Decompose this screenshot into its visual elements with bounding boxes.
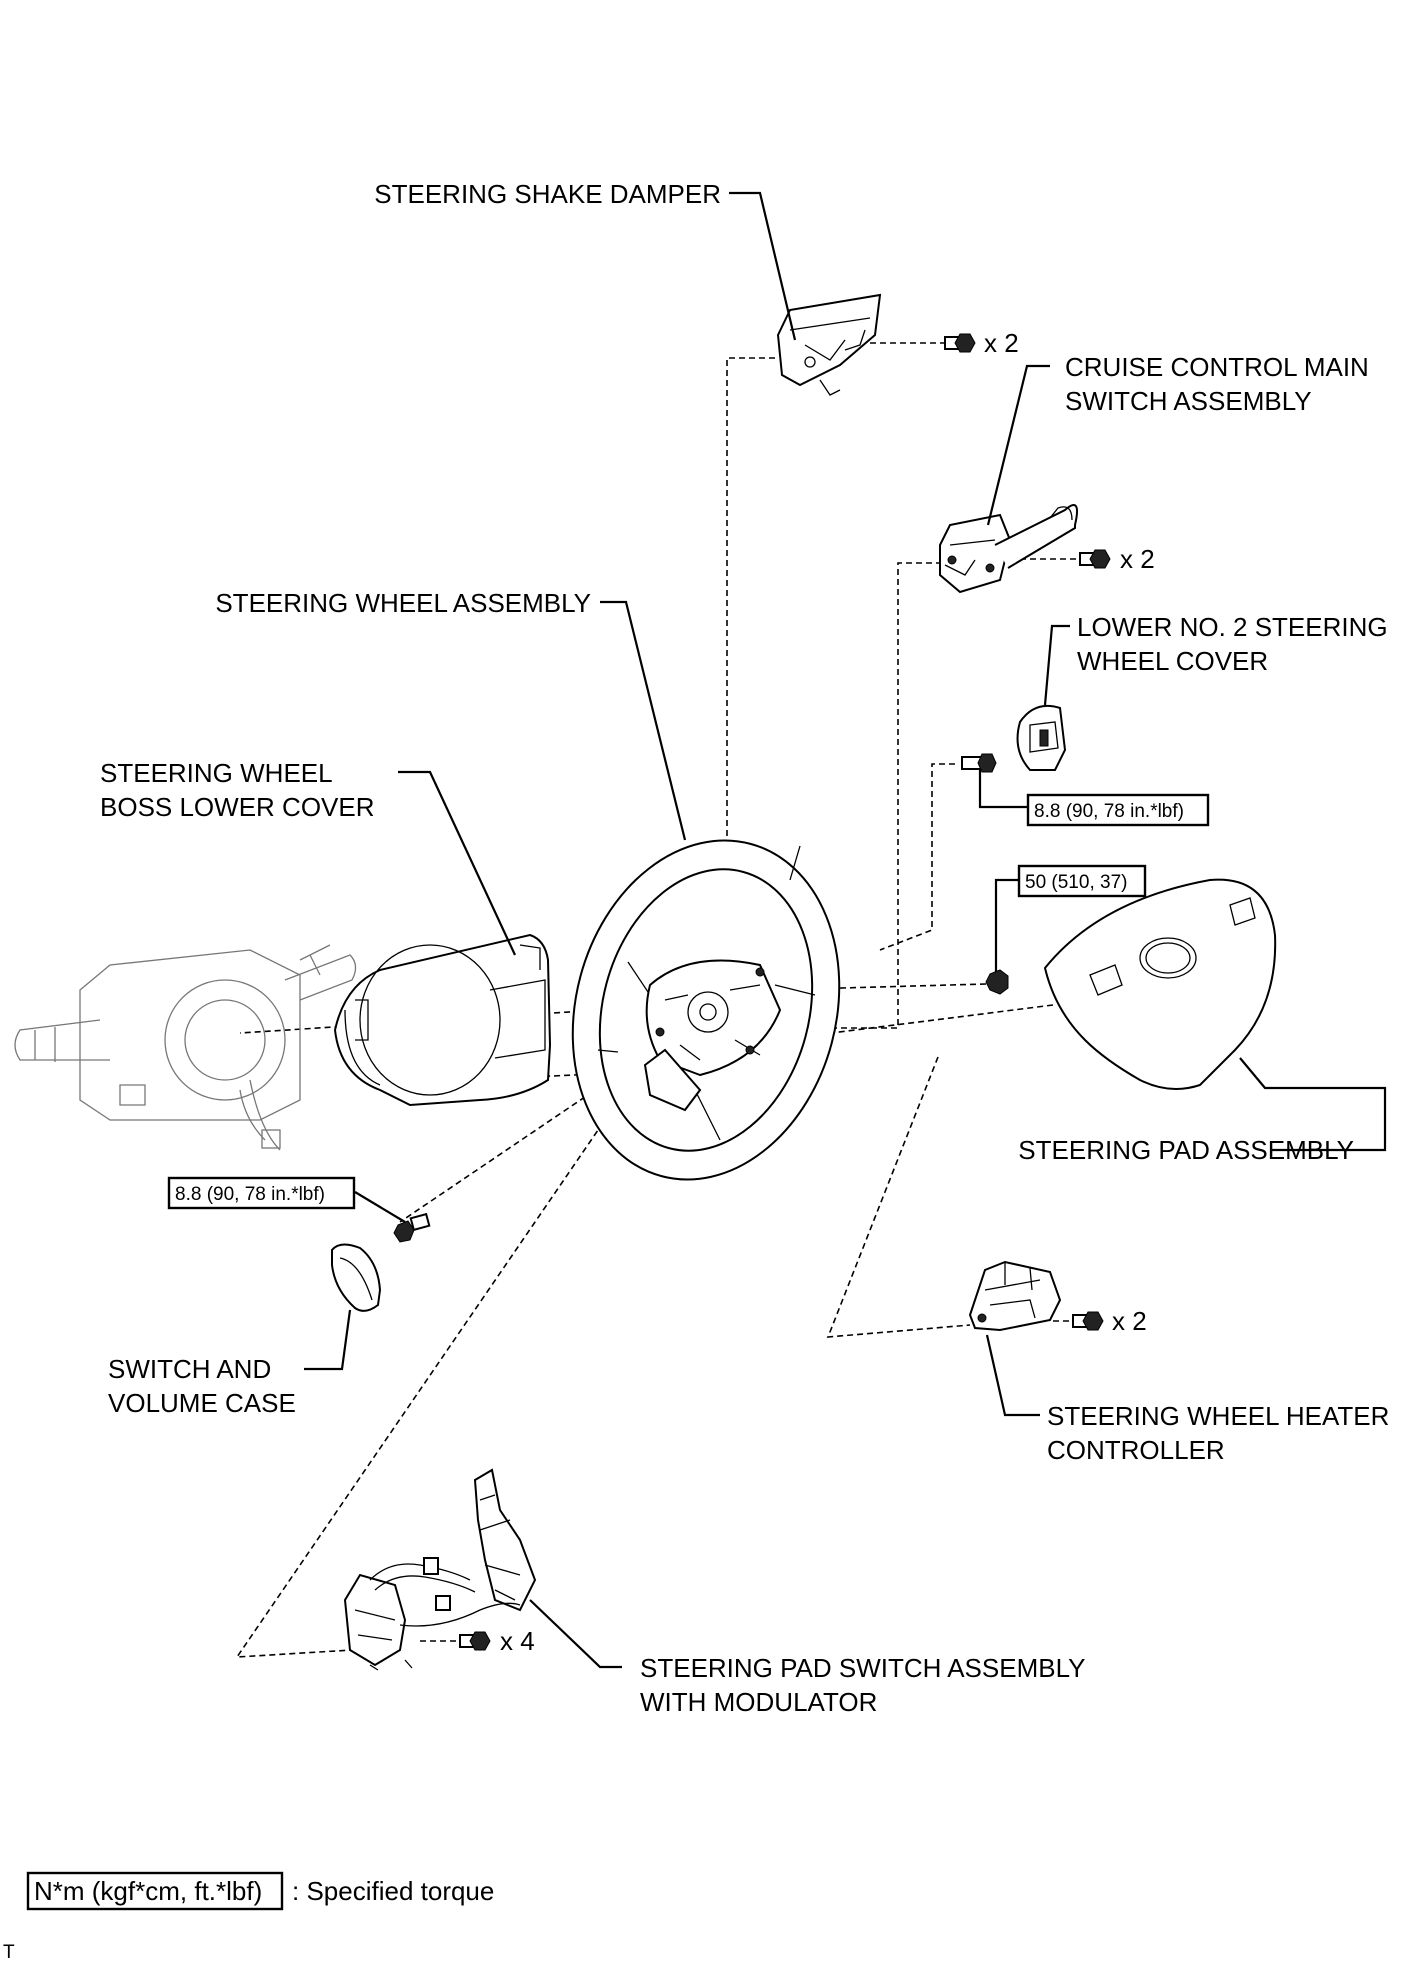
label-lower-cover-line2: WHEEL COVER — [1077, 646, 1268, 676]
torque-switch-case-text: 8.8 (90, 78 in.*lbf) — [175, 1184, 325, 1205]
label-pad-assembly: STEERING PAD ASSEMBLY — [1018, 1135, 1354, 1165]
label-switch-case-line2: VOLUME CASE — [108, 1388, 296, 1418]
steering-wheel-assembly — [571, 839, 841, 1181]
lower-cover-bolt-icon — [961, 753, 997, 773]
qty-cruise-bolts: x 2 — [1120, 544, 1155, 574]
torque-lower-cover-text: 8.8 (90, 78 in.*lbf) — [1034, 801, 1184, 822]
torque-legend: N*m (kgf*cm, ft.*lbf) : Specified torque — [26, 1871, 494, 1911]
label-heater-line1: STEERING WHEEL HEATER — [1047, 1401, 1389, 1431]
steering-pad-assembly — [1043, 878, 1277, 1090]
wheel-heater-controller — [968, 1260, 1062, 1332]
torque-spec-switch-case: 8.8 (90, 78 in.*lbf) — [167, 1176, 356, 1210]
label-lower-cover-line1: LOWER NO. 2 STEERING — [1077, 612, 1388, 642]
legend-description: : Specified torque — [292, 1876, 494, 1906]
damper-bolt-icon — [944, 333, 976, 353]
quantity-labels: x 2 x 2 x 2 x 4 — [500, 328, 1155, 1656]
label-shake-damper: STEERING SHAKE DAMPER — [374, 179, 721, 209]
leader-lines — [304, 191, 1387, 1669]
pad-switch-assembly — [343, 1468, 537, 1671]
part-labels: STEERING SHAKE DAMPER CRUISE CONTROL MAI… — [100, 179, 1389, 1717]
label-pad-switch-line1: STEERING PAD SWITCH ASSEMBLY — [640, 1653, 1085, 1683]
torque-spec-pad-nut: 50 (510, 37) — [1017, 864, 1147, 898]
qty-heater-bolts: x 2 — [1112, 1306, 1147, 1336]
steering-shake-damper — [776, 293, 882, 396]
label-heater-line2: CONTROLLER — [1047, 1435, 1225, 1465]
torque-spec-lower-cover: 8.8 (90, 78 in.*lbf) — [1026, 793, 1210, 827]
label-cruise-line2: SWITCH ASSEMBLY — [1065, 386, 1312, 416]
column-switch-assembly — [14, 944, 357, 1151]
label-wheel-assembly: STEERING WHEEL ASSEMBLY — [215, 588, 591, 618]
label-cruise-line1: CRUISE CONTROL MAIN — [1065, 352, 1369, 382]
switch-volume-case — [331, 1243, 382, 1312]
qty-damper-bolts: x 2 — [984, 328, 1019, 358]
label-switch-case-line1: SWITCH AND — [108, 1354, 271, 1384]
cruise-control-switch — [939, 504, 1078, 594]
corner-mark: T — [3, 1942, 15, 1963]
heater-bolt-icon — [1072, 1311, 1104, 1331]
legend-box-text: N*m (kgf*cm, ft.*lbf) — [34, 1876, 262, 1906]
label-pad-switch-line2: WITH MODULATOR — [640, 1687, 877, 1717]
qty-pad-switch-bolts: x 4 — [500, 1626, 535, 1656]
lower-no2-wheel-cover — [1016, 704, 1067, 771]
label-boss-line1: STEERING WHEEL — [100, 758, 333, 788]
pad-switch-bolt-icon — [459, 1631, 491, 1651]
switch-case-bolt-icon — [393, 1212, 431, 1243]
label-boss-line2: BOSS LOWER COVER — [100, 792, 375, 822]
pad-nut-icon — [985, 969, 1009, 995]
boss-lower-cover — [333, 933, 552, 1107]
cruise-bolt-icon — [1079, 549, 1111, 569]
torque-pad-nut-text: 50 (510, 37) — [1025, 872, 1127, 893]
